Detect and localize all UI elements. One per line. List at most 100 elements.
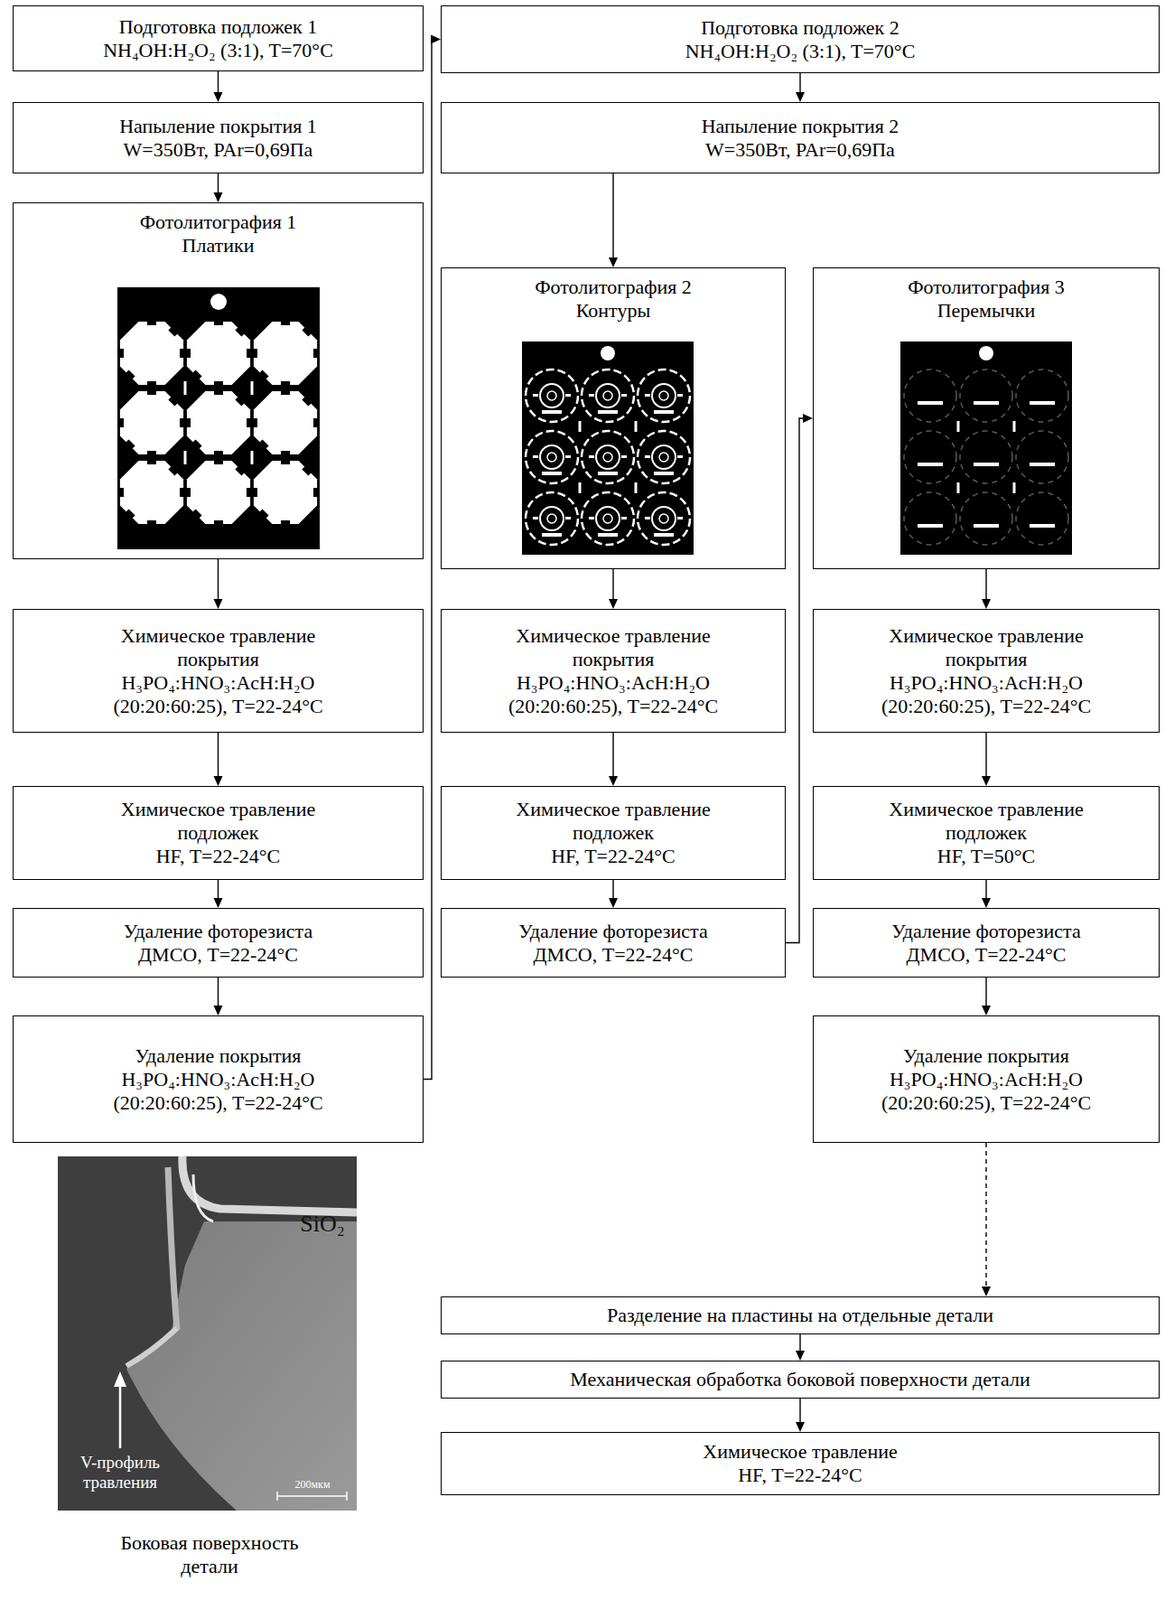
arrow-head <box>795 1350 805 1361</box>
process-box: Удаление покрытияH₃PO₄:HNO₃:AcH:H₂O (20:… <box>12 1015 424 1143</box>
flow-arrow <box>981 732 991 786</box>
arrow-head <box>608 598 618 609</box>
arrow-head <box>981 897 991 908</box>
step-title: Удаление фоторезиста <box>123 919 313 943</box>
step-title: Химическое травление покрытия <box>864 624 1109 672</box>
step-parameters: HF, T=22-24°C <box>550 844 676 868</box>
step-title: Подготовка подложек 2 <box>700 16 900 40</box>
arrow-head <box>214 897 224 908</box>
step-title: Фотолитография 3 <box>907 275 1065 299</box>
step-title: Химическое травление покрытия <box>491 624 736 672</box>
process-box: Химическое травление покрытияH₃PO₄:HNO₃:… <box>12 608 424 733</box>
process-box: Разделение на пластины на отдельные дета… <box>440 1295 1160 1334</box>
flow-line <box>612 879 614 901</box>
flow-arrow <box>608 879 618 908</box>
step-title: Химическое травление подложек <box>864 797 1109 845</box>
step-title: Подготовка подложек 1 <box>119 15 318 39</box>
step-parameters: H₃PO₄:HNO₃:AcH:H₂O (20:20:60:25), T=22-2… <box>864 1067 1109 1115</box>
step-parameters: ДМСО, T=22-24°C <box>533 942 694 967</box>
process-box: Подготовка подложек 2NH₄OH:H₂O₂ (3:1), T… <box>440 5 1160 74</box>
photo-caption: Боковая поверхность детали <box>101 1530 318 1578</box>
flow-arrow <box>214 173 224 203</box>
photomask-contours <box>521 341 694 555</box>
flow-line <box>799 1333 801 1353</box>
arrow-head <box>802 413 813 423</box>
flow-line <box>612 732 614 779</box>
step-parameters: HF, T=22-24°C <box>737 1463 863 1487</box>
step-title: Химическое травление подложек <box>96 797 341 845</box>
flow-arrow <box>608 568 618 609</box>
arrow-head <box>795 1421 805 1432</box>
process-box: Напыление покрытия 2W=350Вт, PAr=0,69Па <box>440 102 1160 174</box>
arrow-head <box>608 775 618 786</box>
flow-arrow <box>981 568 991 609</box>
step-parameters: H₃PO₄:HNO₃:AcH:H₂O (20:20:60:25), T=22-2… <box>96 1067 341 1115</box>
step-parameters: NH₄OH:H₂O₂ (3:1), T=70°C <box>102 38 334 63</box>
step-title: Химическое травление <box>702 1439 897 1464</box>
step-title: Механическая обработка боковой поверхнос… <box>569 1367 1030 1391</box>
flow-line <box>985 568 987 602</box>
step-title: Удаление фоторезиста <box>518 919 708 943</box>
step-parameters: W=350Вт, PAr=0,69Па <box>705 138 895 162</box>
arrow-head <box>795 92 805 103</box>
callout-label: V-профиль травления <box>59 1452 181 1492</box>
flow-arrow <box>608 732 618 786</box>
process-box: Химическое травление подложекHF, T=50°C <box>812 785 1160 880</box>
flow-arrow <box>214 71 224 103</box>
photolithography-box: Фотолитография 1Платики <box>12 202 424 560</box>
process-box: Химическое травление покрытияH₃PO₄:HNO₃:… <box>440 608 786 733</box>
arrow-head <box>214 192 224 203</box>
step-parameters: H₃PO₄:HNO₃:AcH:H₂O (20:20:60:25), T=22-2… <box>864 671 1109 718</box>
flow-arrow <box>795 73 805 103</box>
flow-line <box>785 418 806 943</box>
photolithography-box: Фотолитография 3Перемычки <box>812 267 1160 569</box>
arrow-head <box>981 775 991 786</box>
process-box: Удаление фоторезистаДМСО, T=22-24°C <box>440 907 786 978</box>
process-box: Химическое травление подложекHF, T=22-24… <box>12 785 424 880</box>
flow-arrow <box>214 977 224 1016</box>
arrow-head <box>981 1005 991 1016</box>
flow-line <box>985 1142 987 1289</box>
flow-arrow <box>795 1398 805 1432</box>
flow-arrow <box>214 559 224 609</box>
step-title: Разделение на пластины на отдельные дета… <box>606 1303 994 1327</box>
step-title: Фотолитография 1 <box>139 210 298 234</box>
flow-line <box>217 879 219 901</box>
process-box: Химическое травление покрытияH₃PO₄:HNO₃:… <box>812 608 1160 733</box>
photomask-pads <box>117 287 320 550</box>
flow-arrow <box>981 977 991 1016</box>
flow-line <box>217 977 219 1008</box>
step-title: Удаление фоторезиста <box>891 919 1081 943</box>
flow-arrow <box>214 732 224 786</box>
flow-arrow <box>608 173 618 268</box>
sem-photo <box>57 1155 357 1510</box>
arrow-head <box>214 598 224 609</box>
step-parameters: Перемычки <box>937 298 1036 323</box>
process-box: Химическое травление подложекHF, T=22-24… <box>440 785 786 880</box>
scale-label: 200мкм <box>270 1477 355 1491</box>
step-title: Химическое травление подложек <box>491 797 736 845</box>
process-box: Механическая обработка боковой поверхнос… <box>440 1360 1160 1398</box>
step-title: Удаление покрытия <box>135 1043 302 1068</box>
flow-arrow <box>214 879 224 908</box>
arrow-head <box>981 598 991 609</box>
flow-line <box>985 977 987 1008</box>
step-parameters: HF, T=50°C <box>937 844 1035 868</box>
photolithography-box: Фотолитография 2Контуры <box>440 267 786 569</box>
flow-line <box>799 1398 801 1425</box>
process-box: Удаление покрытияH₃PO₄:HNO₃:AcH:H₂O (20:… <box>812 1015 1160 1143</box>
flow-line <box>612 173 614 261</box>
step-title: Химическое травление покрытия <box>96 624 341 672</box>
step-title: Удаление покрытия <box>903 1043 1070 1068</box>
step-parameters: Контуры <box>576 298 651 323</box>
flow-arrow <box>981 879 991 908</box>
flow-arrow <box>785 413 813 943</box>
arrow-head <box>214 92 224 103</box>
flow-line <box>985 732 987 779</box>
process-box: Химическое травлениеHF, T=22-24°C <box>440 1431 1160 1495</box>
step-title: Напыление покрытия 1 <box>119 114 317 139</box>
flow-line <box>612 568 614 602</box>
arrow-head <box>214 1005 224 1016</box>
step-parameters: NH₄OH:H₂O₂ (3:1), T=70°C <box>685 39 916 64</box>
